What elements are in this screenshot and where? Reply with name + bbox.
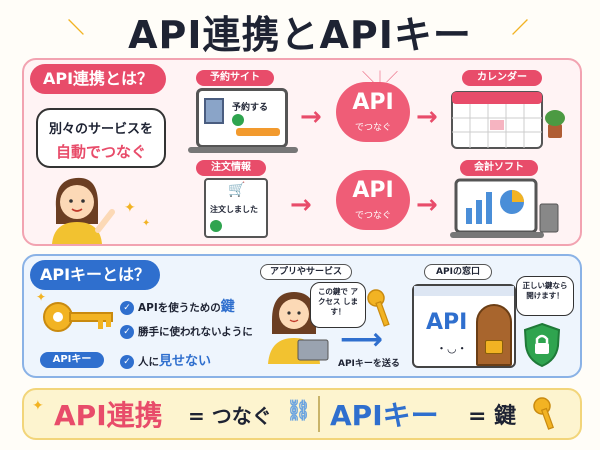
app-service-label: アプリやサービス	[260, 264, 352, 280]
api-cloud	[336, 170, 410, 230]
point-3: ✓ 人に見せない	[120, 350, 211, 369]
sparkle-icon: ✦	[32, 398, 44, 414]
sparkle-icon: ✦	[36, 290, 47, 304]
bubble-line-1: 別々のサービスを	[48, 122, 153, 137]
key-icon	[43, 302, 113, 332]
sparkle-icon: ＼	[68, 18, 85, 37]
point-1-text: APIを使うための	[138, 302, 221, 314]
check-icon: ✓	[120, 355, 134, 369]
sparkle-icon: ✦	[142, 218, 151, 229]
point-2: ✓ 勝手に使われないように	[120, 324, 253, 339]
api-integration-heading: API連携とは？	[30, 64, 166, 94]
plant-icon	[548, 124, 562, 138]
small-key-icon	[367, 289, 390, 327]
point-3-emphasis: 見せない	[159, 354, 212, 369]
calendar-label: カレンダー	[462, 70, 542, 86]
api-key-tag: APIキー	[40, 352, 104, 368]
api-cloud-title: API	[352, 178, 394, 203]
calendar-icon	[451, 91, 543, 149]
cart-icon: 🛒	[228, 182, 246, 198]
plant-leaves	[545, 110, 565, 126]
check-icon: ✓	[120, 301, 134, 315]
check-icon	[232, 114, 244, 126]
api-cloud-sub: でつなぐ	[354, 211, 391, 221]
speech-bubble: 別々のサービスを 自動でつなぐ	[36, 108, 166, 168]
point-1: ✓ APIを使うための鍵	[120, 296, 235, 316]
door-bubble-text: 正しい鍵なら 開けます！	[522, 281, 568, 300]
summary-panel	[22, 388, 582, 440]
booking-bar	[236, 128, 280, 136]
building-icon	[204, 98, 224, 124]
app-speech-bubble: この鍵で アクセス します！	[310, 282, 366, 328]
api-cloud-sub: でつなぐ	[354, 123, 391, 133]
order-text: 注文しました	[210, 205, 258, 214]
summary-api-key: APIキー	[330, 399, 439, 432]
app-bubble-text: この鍵で アクセス します！	[317, 287, 359, 316]
shield-lock-icon	[523, 322, 561, 368]
booking-button-text: 予約する	[232, 103, 269, 113]
page-title: API連携とAPIキー	[128, 13, 472, 57]
bubble-line-2: 自動でつなぐ	[55, 143, 146, 161]
booking-site-label: 予約サイト	[196, 70, 274, 86]
accounting-laptop-icon	[450, 178, 559, 238]
arrow-icon: →	[290, 190, 312, 220]
window-titlebar	[414, 286, 514, 296]
accounting-software-label: 会計ソフト	[460, 160, 538, 176]
api-cloud-title: API	[352, 90, 394, 115]
send-key-label: APIキーを送る	[338, 359, 400, 369]
arrow-icon: →	[416, 102, 438, 132]
key-icon	[533, 397, 555, 430]
summary-connect: = つなぐ	[188, 404, 272, 428]
api-key-heading: APIキーとは？	[30, 260, 160, 290]
api-window-label: APIの窓口	[424, 264, 492, 280]
door-speech-bubble: 正しい鍵なら 開けます！	[516, 276, 574, 316]
summary-api-integration: API連携	[54, 399, 163, 432]
point-1-key: 鍵	[220, 299, 235, 315]
arrow-icon: ⟶	[340, 322, 384, 357]
lock-icon	[485, 340, 503, 354]
api-cloud	[336, 82, 410, 142]
laptop-base	[188, 147, 298, 153]
summary-divider	[318, 396, 320, 432]
point-3-text: 人に	[138, 356, 159, 368]
summary-key: = 鍵	[468, 404, 517, 429]
sparkle-icon: ／	[512, 18, 529, 37]
sparkle-icon: ✦	[124, 200, 136, 216]
window-face: ・◡・	[436, 342, 468, 355]
arrow-icon: →	[300, 102, 322, 132]
arrow-icon: →	[416, 190, 438, 220]
woman-pointing-illustration	[52, 177, 115, 244]
check-icon: ✓	[120, 325, 134, 339]
order-info-label: 注文情報	[196, 160, 266, 176]
chain-icon: ⛓	[286, 398, 312, 422]
check-icon	[210, 220, 222, 232]
point-2-text: 勝手に使われないように	[138, 326, 253, 338]
door-icon	[476, 304, 512, 366]
spark-icon: ＼｜／	[362, 70, 399, 84]
api-window-text: API	[426, 310, 468, 335]
woman-laptop-illustration	[268, 292, 329, 364]
